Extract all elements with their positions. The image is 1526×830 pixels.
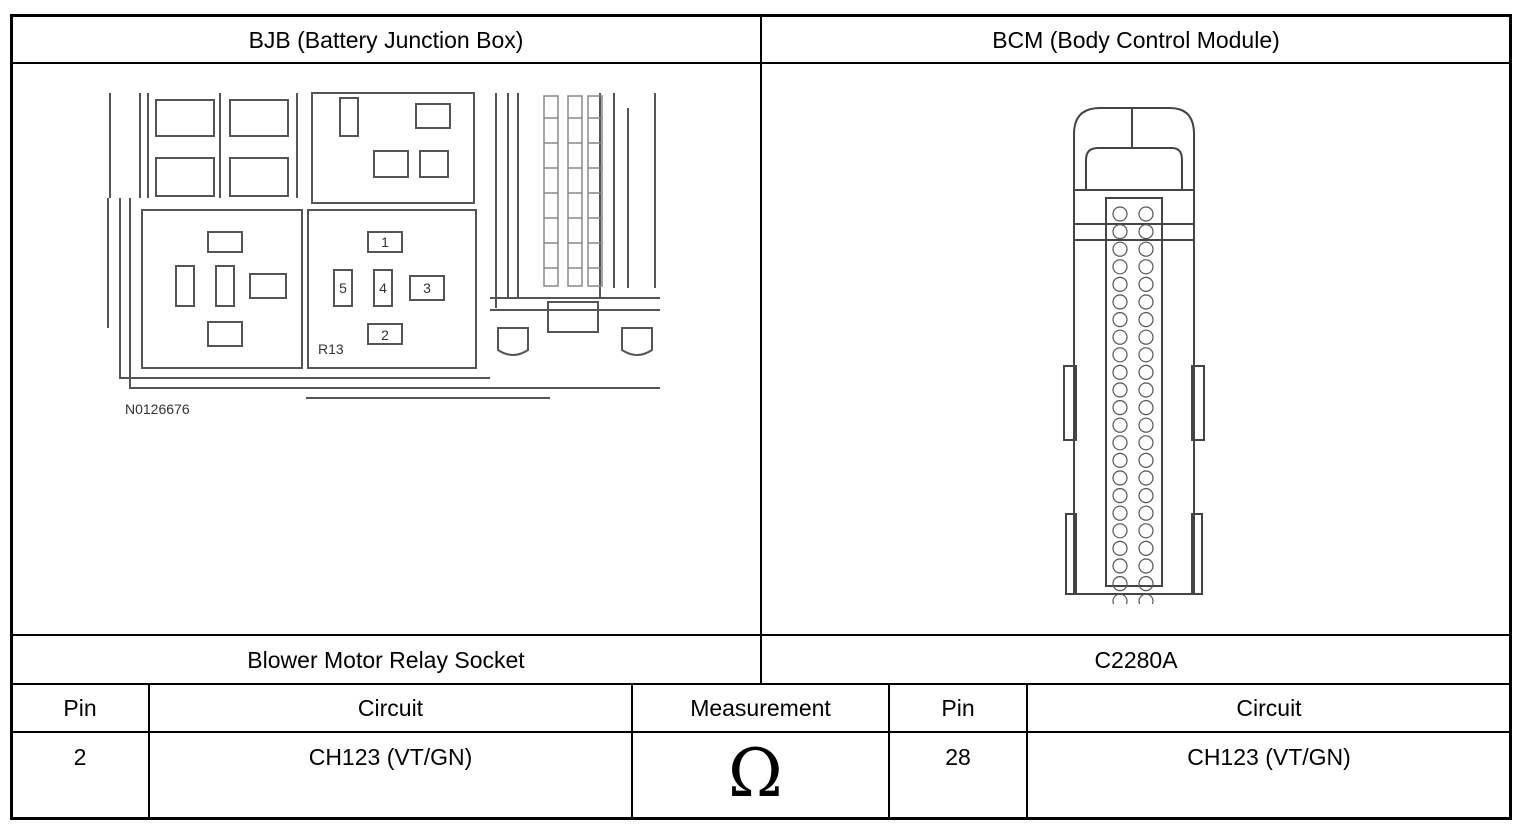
connector-left-label: Blower Motor Relay Socket <box>247 646 525 673</box>
bcm-pin-circle <box>1138 364 1154 380</box>
bcm-pin-circle <box>1112 294 1128 310</box>
relay-pin-5: 5 <box>339 280 347 296</box>
bcm-pin-circle <box>1138 558 1154 574</box>
bcm-pin-circle <box>1112 576 1128 592</box>
bcm-pin-circle <box>1138 276 1154 292</box>
bjb-title: BJB (Battery Junction Box) <box>248 26 524 53</box>
bcm-pin-circle <box>1112 417 1128 433</box>
bcm-pins-left <box>1112 206 1128 604</box>
bcm-pin-circle <box>1112 312 1128 328</box>
bcm-pin-circle <box>1112 540 1128 556</box>
bcm-pin-circle <box>1138 523 1154 539</box>
connector-right-label: C2280A <box>1094 646 1178 673</box>
bcm-pin-circle <box>1138 329 1154 345</box>
bcm-pin-circle <box>1112 347 1128 363</box>
bcm-pin-circle <box>1138 452 1154 468</box>
bcm-pin-circle <box>1138 593 1154 604</box>
bcm-pin-circle <box>1112 364 1128 380</box>
relay-pin-4: 4 <box>379 280 387 296</box>
bcm-pin-circle <box>1112 223 1128 240</box>
bcm-pin-circle <box>1138 382 1154 398</box>
bcm-pin-circle <box>1112 259 1128 275</box>
bcm-pin-circle <box>1112 329 1128 345</box>
header-measurement: Measurement <box>690 694 831 721</box>
bcm-pin-circle <box>1138 435 1154 451</box>
bcm-connector-diagram <box>1063 107 1205 604</box>
bcm-pin-circle <box>1112 435 1128 451</box>
bcm-pin-circle <box>1138 417 1154 433</box>
bcm-pin-circle <box>1138 259 1154 275</box>
bcm-pin-circle <box>1138 576 1154 592</box>
bcm-pin-circle <box>1112 558 1128 574</box>
bcm-pin-circle <box>1112 523 1128 539</box>
bcm-pin-circle <box>1138 241 1154 257</box>
header-circuit-a: Circuit <box>357 694 424 721</box>
bcm-pin-circle <box>1112 241 1128 257</box>
divider-measure-pin <box>888 684 890 820</box>
ohm-icon: Ω <box>728 735 783 812</box>
bcm-pin-circle <box>1138 540 1154 556</box>
divider-circuit-measure <box>631 684 633 820</box>
bcm-pin-circle <box>1112 505 1128 521</box>
bcm-pin-circle <box>1112 276 1128 292</box>
figure-id: N0126676 <box>125 401 190 417</box>
bcm-pin-circle <box>1138 470 1154 486</box>
bcm-pin-circle <box>1112 593 1128 604</box>
bcm-pin-circle <box>1112 488 1128 504</box>
bcm-pin-circle <box>1138 488 1154 504</box>
header-circuit-b: Circuit <box>1236 694 1302 721</box>
relay-pin-1: 1 <box>381 234 389 250</box>
bcm-pin-circle <box>1112 382 1128 398</box>
bcm-title: BCM (Body Control Module) <box>992 26 1280 53</box>
bcm-pin-circle <box>1138 505 1154 521</box>
bcm-pin-circle <box>1138 223 1154 240</box>
rule-table-header <box>10 731 1512 733</box>
bcm-pin-circle <box>1138 400 1154 416</box>
bjb-relay-diagram: 1 5 4 3 2 R13 N0126676 <box>107 92 660 417</box>
row-pin-b: 28 <box>945 743 971 770</box>
relay-pin-2: 2 <box>381 327 389 343</box>
bcm-pin-circle <box>1138 206 1154 222</box>
divider-pin-circuit-a <box>148 684 150 820</box>
bcm-pin-circle <box>1112 452 1128 468</box>
bcm-pin-circle <box>1138 347 1154 363</box>
divider-pin-circuit-b <box>1026 684 1028 820</box>
row-circuit-b: CH123 (VT/GN) <box>1187 743 1351 770</box>
row-circuit-a: CH123 (VT/GN) <box>308 743 473 770</box>
bcm-pin-circle <box>1138 312 1154 328</box>
bcm-pin-circle <box>1112 400 1128 416</box>
bcm-pin-circle <box>1112 470 1128 486</box>
bcm-pin-circle <box>1138 294 1154 310</box>
divider-center <box>760 14 762 685</box>
bcm-pins-right <box>1138 206 1154 604</box>
relay-pin-3: 3 <box>423 280 431 296</box>
header-pin-a: Pin <box>63 694 97 721</box>
bcm-pin-circle <box>1112 206 1128 222</box>
relay-label: R13 <box>318 341 344 357</box>
header-pin-b: Pin <box>941 694 975 721</box>
row-pin-a: 2 <box>73 743 87 770</box>
